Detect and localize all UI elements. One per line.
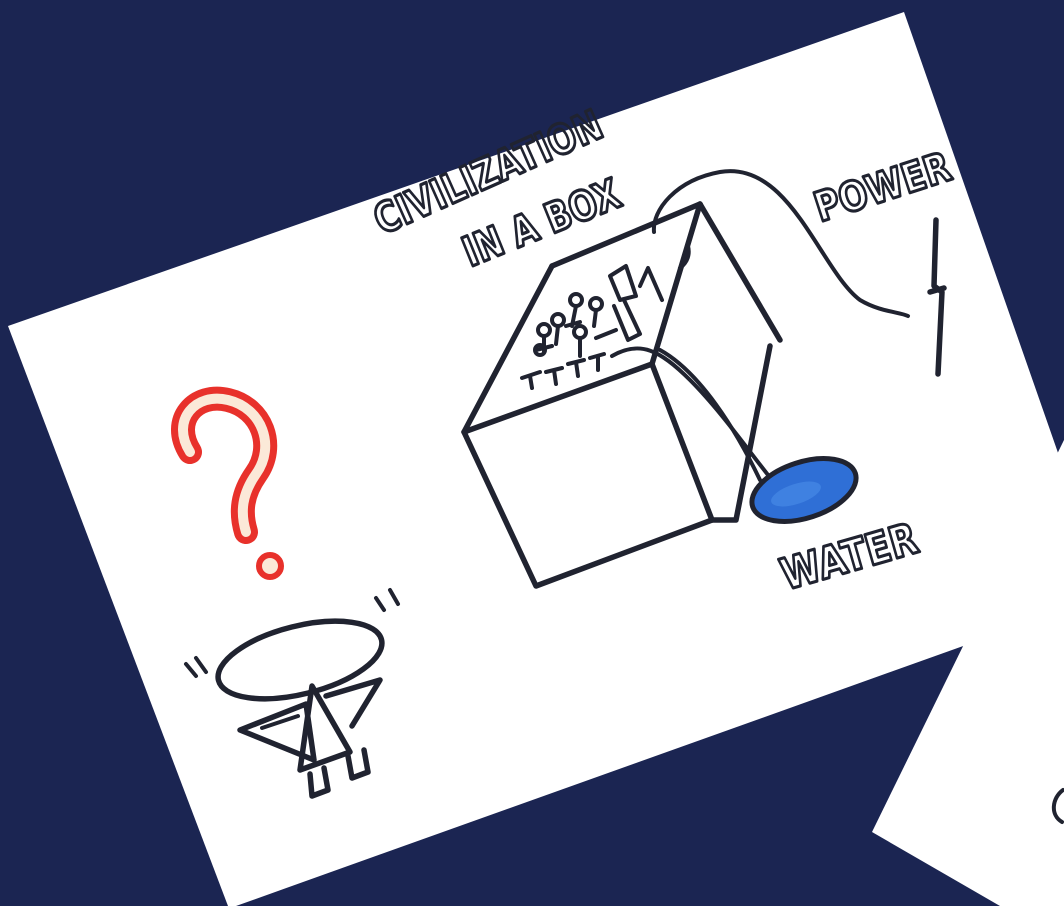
sketch-scene: CIVILIZATION IN A BOX	[0, 0, 1064, 906]
